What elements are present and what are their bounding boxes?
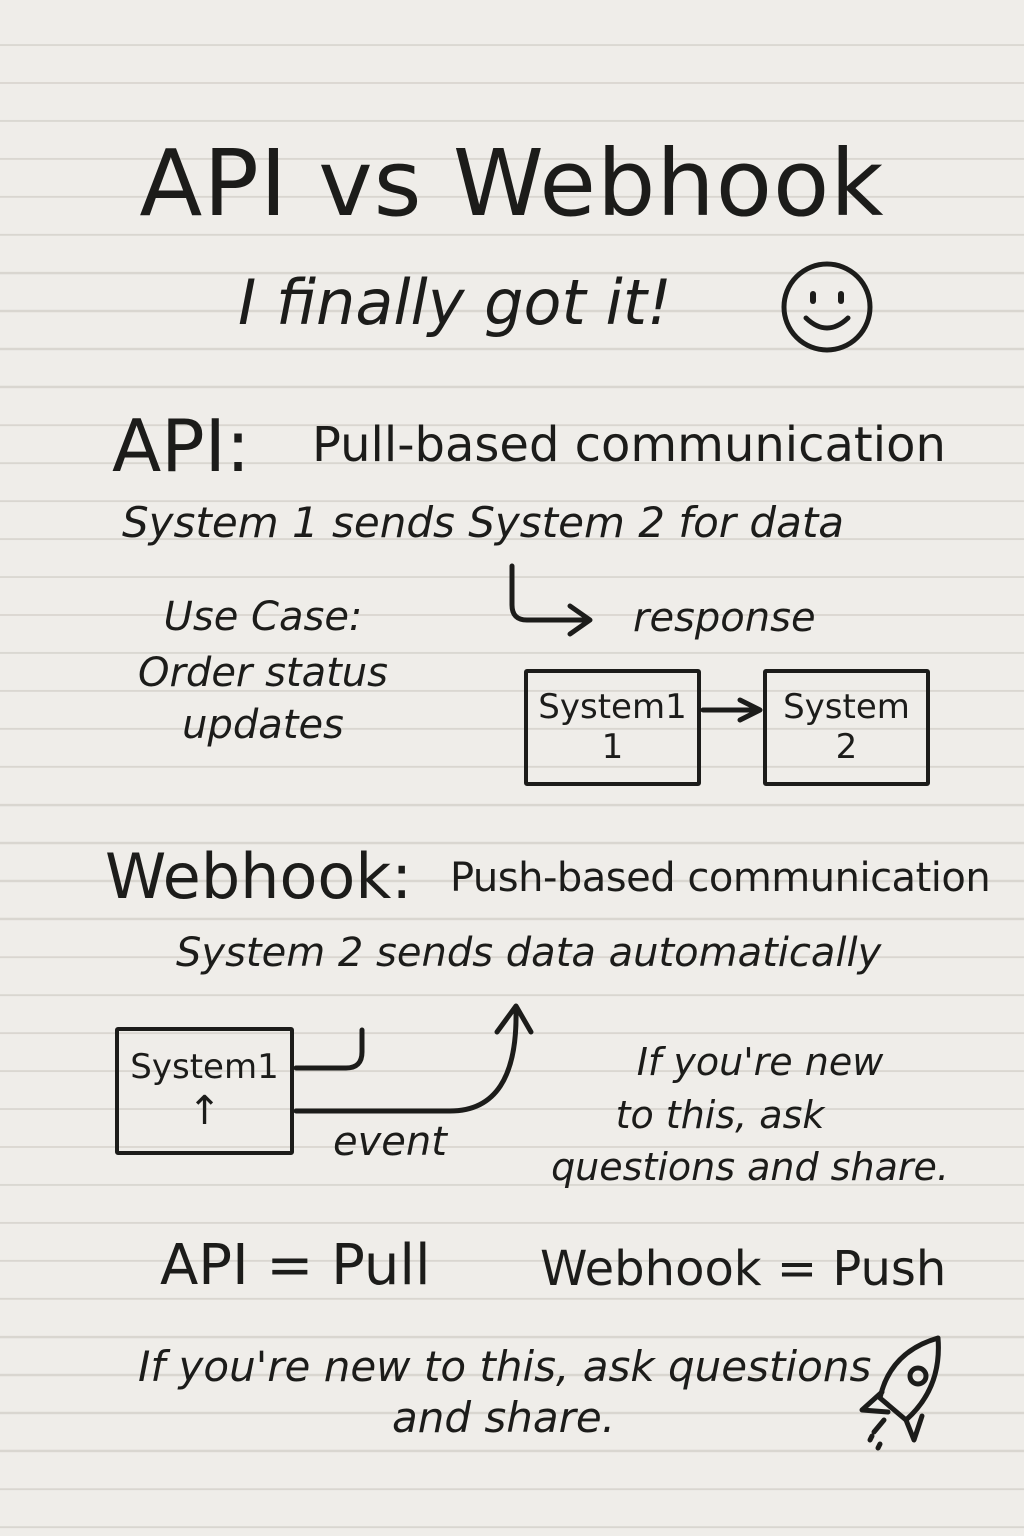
subtitle: I finally got it! bbox=[238, 266, 672, 339]
api-description: Pull-based communication bbox=[312, 417, 946, 473]
footer-line2: and share. bbox=[392, 1393, 616, 1442]
webhook-description: Push-based communication bbox=[450, 855, 991, 901]
webhook-flow-text: System 2 sends data automatically bbox=[176, 930, 882, 976]
api-system-2-number: 2 bbox=[835, 726, 858, 767]
summary-api: API = Pull bbox=[160, 1233, 431, 1298]
summary-webhook: Webhook = Push bbox=[540, 1241, 947, 1297]
rocket-icon bbox=[859, 1335, 941, 1451]
webhook-system-1-box: System1 ↑ bbox=[115, 1027, 294, 1155]
side-note-line1: If you're new bbox=[636, 1040, 884, 1084]
api-system-1-label: System1 bbox=[538, 687, 687, 728]
api-system-2-box: System 2 bbox=[763, 669, 930, 786]
side-note-line2: to this, ask bbox=[615, 1093, 825, 1137]
api-flow-text: System 1 sends System 2 for data bbox=[122, 498, 845, 547]
up-arrow-icon: ↑ bbox=[187, 1087, 222, 1134]
side-note-line3: questions and share. bbox=[551, 1145, 949, 1189]
api-system-2-label: System bbox=[783, 687, 910, 728]
footer-line1: If you're new to this, ask questions bbox=[138, 1342, 872, 1391]
event-arrow bbox=[293, 1003, 534, 1114]
api-label: API: bbox=[112, 404, 251, 488]
api-system-1-box: System1 1 bbox=[524, 669, 701, 786]
smiley-icon bbox=[781, 261, 873, 353]
response-label: response bbox=[633, 595, 816, 641]
response-arrow bbox=[509, 563, 593, 637]
api-system-1-number: 1 bbox=[601, 726, 624, 767]
api-flow-arrow bbox=[700, 697, 763, 723]
use-case-text-line2: updates bbox=[182, 702, 344, 748]
webhook-system-1-label: System1 bbox=[130, 1047, 279, 1088]
webhook-hook-line bbox=[293, 1027, 365, 1071]
webhook-label: Webhook: bbox=[105, 840, 413, 913]
use-case-text-line1: Order status bbox=[138, 650, 388, 696]
page-title: API vs Webhook bbox=[139, 130, 885, 237]
event-label: event bbox=[333, 1119, 447, 1165]
use-case-label: Use Case: bbox=[163, 594, 363, 640]
